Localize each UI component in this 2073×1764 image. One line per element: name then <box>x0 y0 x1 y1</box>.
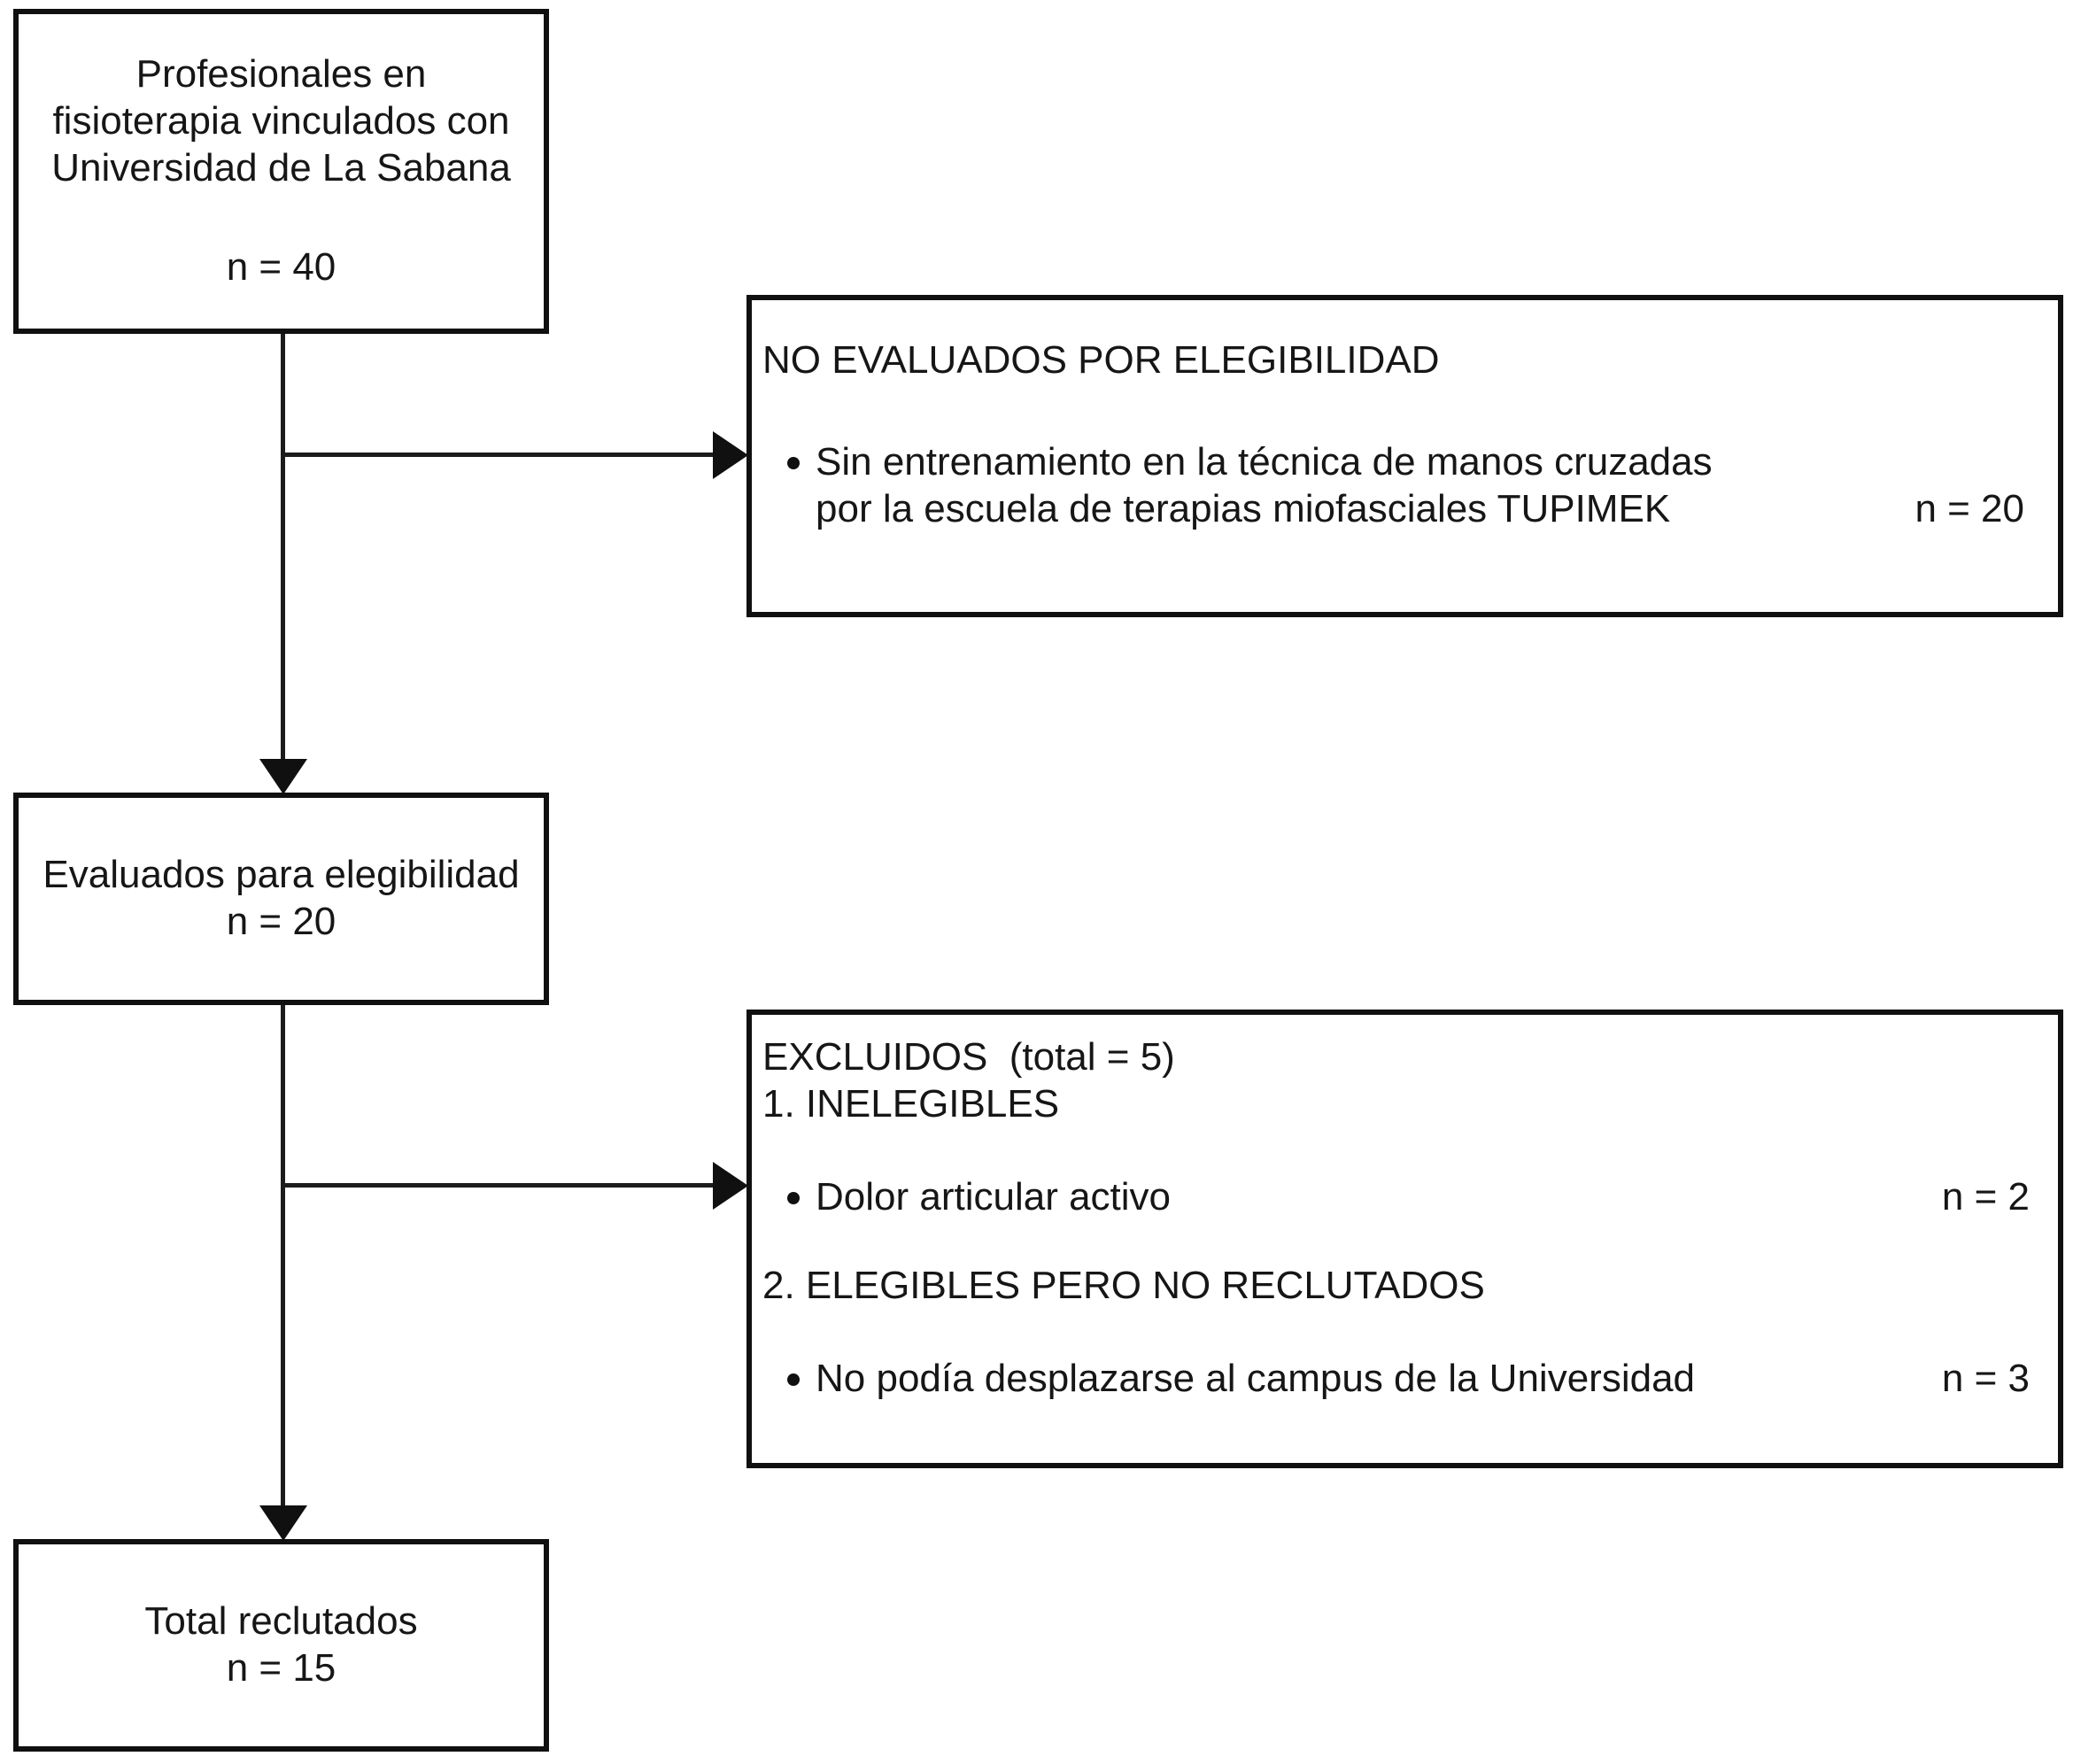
excluded-bullet-item-2: No podía desplazarse al campus de la Uni… <box>787 1356 2030 1403</box>
box-evaluated-line: Evaluados para elegibilidad <box>43 853 520 897</box>
not-evaluated-count: n = 20 <box>1914 486 2024 530</box>
not-evaluated-bullet-text: Sin entrenamiento en la técnica de manos… <box>816 439 2024 533</box>
not-evaluated-bullet-line-2: por la escuela de terapias miofasciales … <box>816 486 1671 530</box>
box-evaluated: Evaluados para elegibilidad n = 20 <box>13 793 549 1005</box>
box-excluded: EXCLUIDOS (total = 5) 1. INELEGIBLES Dol… <box>746 1010 2063 1468</box>
connector-evaluated-to-recruited <box>281 1005 285 1510</box>
excluded-bullet-1-text: Dolor articular activo <box>816 1174 1172 1219</box>
bullet-icon <box>787 456 800 469</box>
arrowhead-right-icon <box>713 431 748 479</box>
box-recruited: Total reclutados n = 15 <box>13 1539 549 1752</box>
box-enrolled: Profesionales en fisioterapia vinculados… <box>13 9 549 334</box>
box-enrolled-line-1: Profesionales en <box>135 52 427 96</box>
bullet-icon <box>787 1191 800 1204</box>
box-excluded-title: EXCLUIDOS (total = 5) <box>762 1035 1175 1079</box>
box-not-evaluated-title: NO EVALUADOS POR ELEGIBILIDAD <box>762 338 1440 382</box>
box-not-evaluated: NO EVALUADOS POR ELEGIBILIDAD Sin entren… <box>746 295 2063 617</box>
connector-branch-not-evaluated <box>283 453 715 457</box>
bullet-icon <box>787 1373 800 1387</box>
excluded-bullet-1-row: Dolor articular activo n = 2 <box>816 1174 2030 1221</box>
arrowhead-down-icon <box>259 759 307 794</box>
connector-enrolled-to-evaluated <box>281 334 285 762</box>
excluded-section2-title: 2. ELEGIBLES PERO NO RECLUTADOS <box>762 1264 1485 1308</box>
box-recruited-count: n = 15 <box>226 1646 336 1690</box>
not-evaluated-bullet-line-1: Sin entrenamiento en la técnica de manos… <box>816 439 1713 484</box>
arrowhead-down-icon <box>259 1505 307 1541</box>
excluded-bullet-2-count: n = 3 <box>1941 1357 2030 1401</box>
connector-branch-excluded <box>283 1183 715 1188</box>
excluded-bullet-1-count: n = 2 <box>1941 1174 2030 1219</box>
excluded-section1-title: 1. INELEGIBLES <box>762 1081 1060 1126</box>
arrowhead-right-icon <box>713 1162 748 1210</box>
box-recruited-line: Total reclutados <box>144 1599 418 1644</box>
not-evaluated-bullet-line-2-row: por la escuela de terapias miofasciales … <box>816 486 2024 533</box>
excluded-bullet-item-1: Dolor articular activo n = 2 <box>787 1174 2030 1221</box>
box-enrolled-line-3: Universidad de La Sabana <box>51 145 511 190</box>
excluded-bullet-2-row: No podía desplazarse al campus de la Uni… <box>816 1356 2030 1403</box>
box-evaluated-count: n = 20 <box>226 900 336 943</box>
box-enrolled-count: n = 40 <box>226 245 336 290</box>
excluded-bullet-2-text: No podía desplazarse al campus de la Uni… <box>816 1357 1696 1401</box>
box-enrolled-line-2: fisioterapia vinculados con <box>52 98 510 143</box>
not-evaluated-bullet-item: Sin entrenamiento en la técnica de manos… <box>787 439 2024 533</box>
